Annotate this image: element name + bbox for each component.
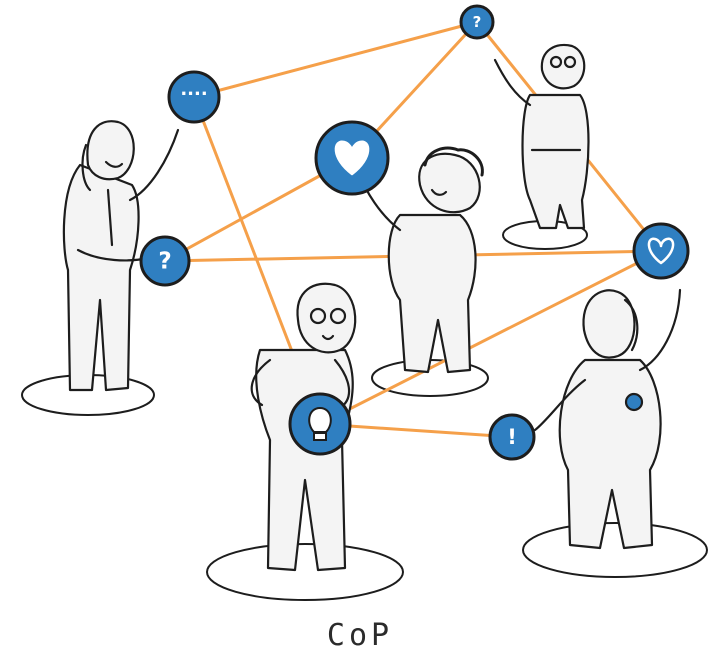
link-lightbulb-exclamation — [318, 422, 514, 439]
question-icon: ? — [473, 13, 482, 31]
question-icon: ? — [158, 249, 171, 275]
node-heart-big — [314, 120, 390, 196]
link-heart-right-lightbulb — [318, 249, 663, 426]
lightbulb-icon — [308, 406, 332, 441]
ground-shadow-right — [522, 522, 708, 578]
person-top-right — [493, 43, 590, 230]
question-icon-glyph: ? — [158, 249, 171, 275]
person-center — [358, 146, 484, 374]
person-left — [62, 120, 180, 392]
network-nodes: ....??! — [139, 4, 690, 461]
node-heart-right — [632, 222, 690, 280]
person-right — [533, 288, 682, 550]
heart-icon — [647, 237, 675, 265]
node-heart-right-circle — [632, 222, 690, 280]
dots-icon: .... — [180, 79, 207, 100]
node-dots-circle — [167, 70, 221, 124]
dots-icon-glyph: .... — [180, 79, 207, 100]
node-exclamation: ! — [488, 413, 536, 461]
caption-cop: CoP — [327, 618, 393, 653]
exclamation-icon-glyph: ! — [507, 425, 517, 449]
ground-shadow-glasses — [206, 543, 404, 601]
link-dots-question-top — [192, 20, 479, 99]
question-icon-glyph: ? — [473, 13, 482, 31]
node-question-top: ? — [459, 4, 495, 40]
node-dots: .... — [167, 70, 221, 124]
node-question-left-circle — [139, 235, 191, 287]
node-question-left: ? — [139, 235, 191, 287]
node-exclamation-circle — [488, 413, 536, 461]
node-lightbulb — [288, 392, 352, 456]
node-question-top-circle — [459, 4, 495, 40]
heart-icon — [334, 140, 370, 176]
exclamation-icon: ! — [507, 425, 517, 449]
